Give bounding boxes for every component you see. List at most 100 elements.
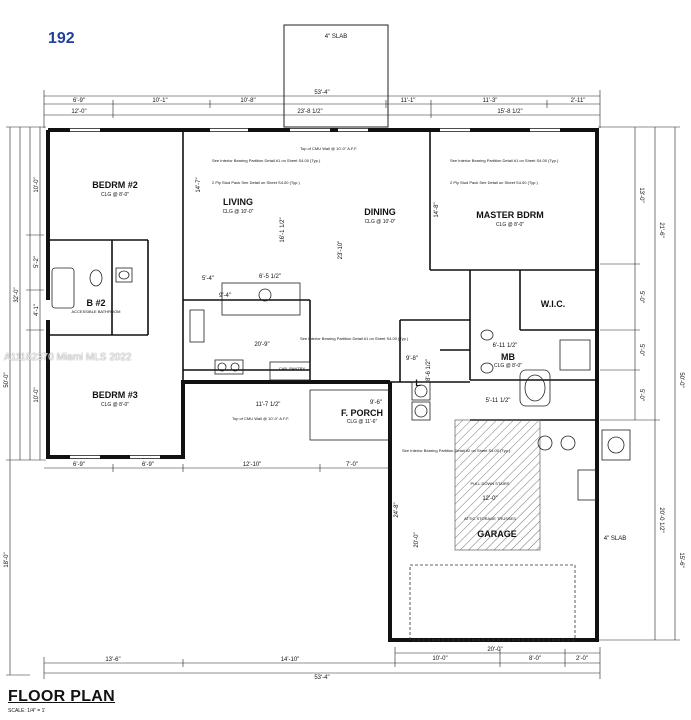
right-dimensions (598, 126, 680, 641)
note-cmu-bottom: Top of CMU Wall @ 10'-0" A.F.F. (232, 416, 289, 421)
master-bath-fixtures (480, 329, 591, 407)
dim-11-7: 11'-7 1/2" (256, 402, 281, 408)
right-dim-5: 5'-0" (638, 389, 644, 401)
top-dim-6: 2'-11" (571, 98, 586, 104)
room-mb-clg: CLG @ 8'-0" (494, 363, 522, 369)
bottom-dimensions (43, 464, 601, 679)
note-bearing-master: See Interior Bearing Partition Detail #1… (450, 158, 559, 163)
dim-dining-23: 23'-10" (338, 241, 344, 260)
room-master: MASTER BDRM (476, 210, 544, 220)
bottom-dim-4: 8'-0" (529, 656, 541, 662)
laundry-fixtures (411, 381, 431, 421)
right-dimension-labels: 13'-0" 21'-6" 5'-0" 5'-0" 5'-0" 50'-0" 2… (638, 187, 684, 567)
left-dimensions (6, 126, 46, 676)
bottom-overall-dim: 53'-4" (314, 675, 329, 681)
dim-garage-24: 24'-8" (394, 502, 400, 517)
dim-living-16: 16'-1 1/2" (280, 217, 286, 242)
dim-living-14: 14'-7" (196, 177, 202, 192)
left-dim-7: 18'-0" (4, 552, 10, 567)
garage-door (409, 564, 576, 641)
bath2-fixtures (51, 267, 133, 309)
left-dimension-labels: 10'-0" 5'-2" 4'-1" 10'-0" 32'-0" 50'-0" … (4, 177, 40, 567)
top-dim-4: 11'-1" (401, 98, 416, 104)
top-slab-label: 4" SLAB (325, 34, 347, 40)
note-cmu-top: Top of CMU Wall @ 10'-0" A.F.F. (300, 146, 357, 151)
right-dim-4: 5'-0" (638, 344, 644, 356)
dim-garage-20: 20'-0" (414, 532, 420, 547)
dim-garage-12: 12'-0" (482, 496, 497, 502)
bottom-dim-6: 20'-0" (487, 647, 502, 653)
bedwing-dim-3: 12'-10" (243, 462, 262, 468)
kitchen-fixtures (189, 282, 301, 375)
structural-notes: See Interior Bearing Partition Detail #1… (212, 146, 559, 453)
window-openings (45, 127, 560, 460)
bottom-dimension-labels: 13'-6" 14'-10" 10'-0" 8'-0" 2'-0" 20'-0"… (73, 462, 588, 681)
top-dimensions (43, 90, 601, 128)
top-dim-7: 12'-0" (71, 109, 86, 115)
room-porch-clg: CLG @ 11'-6" (347, 419, 378, 425)
top-dim-1: 6'-9" (73, 98, 85, 104)
room-labels: BEDRM #2 CLG @ 8'-0" LIVING CLG @ 10'-0"… (71, 180, 565, 539)
top-dim-5: 11'-3" (483, 98, 498, 104)
top-dimension-labels: 53'-4" 6'-9" 10'-1" 10'-8" 11'-1" 11'-3"… (71, 90, 585, 115)
dim-9-8: 9'-8" (406, 356, 418, 362)
room-bath2: B #2 (86, 298, 105, 308)
dim-20-9: 20'-9" (254, 342, 269, 348)
top-dim-2: 10'-1" (152, 98, 167, 104)
bedwing-dim-1: 6'-9" (73, 462, 85, 468)
room-pantry: CAB. PANTRY (279, 366, 306, 371)
room-master-clg: CLG @ 8'-0" (496, 222, 524, 228)
room-living: LIVING (223, 197, 253, 207)
top-dim-9: 15'-8 1/2" (497, 109, 522, 115)
room-porch: F. PORCH (341, 408, 383, 418)
room-laundry: L (415, 378, 421, 388)
note-bearing-living: See Interior Bearing Partition Detail #1… (212, 158, 321, 163)
room-bedrm3: BEDRM #3 (92, 390, 138, 400)
top-dim-3: 10'-8" (240, 98, 255, 104)
bottom-dim-2: 14'-10" (281, 657, 300, 663)
dim-9-6: 9'-6" (370, 400, 382, 406)
mls-watermark: A11182370 Miami MLS 2022 (4, 352, 132, 363)
dim-9-4: 9'-4" (219, 293, 231, 299)
right-dim-3: 5'-0" (638, 291, 644, 303)
bottom-dim-5: 2'-0" (576, 656, 588, 662)
ac-unit (607, 436, 625, 454)
note-bearing-center: See Interior Bearing Partition Detail #1… (300, 336, 409, 341)
dim-6-5: 6'-5 1/2" (259, 274, 281, 280)
note-bearing-garage: See Interior Bearing Partition Detail #2… (402, 448, 511, 453)
room-garage: GARAGE (477, 529, 517, 539)
room-bedrm3-clg: CLG @ 8'-0" (101, 402, 129, 408)
drawing-title: FLOOR PLAN (8, 688, 115, 705)
right-dim-1: 13'-0" (638, 187, 644, 202)
room-mb: MB (501, 352, 515, 362)
dim-8-6: 8'-6 1/2" (426, 359, 432, 381)
top-dim-8: 23'-8 1/2" (297, 109, 322, 115)
right-slab-label: 4" SLAB (604, 536, 626, 542)
fireplace-pantry (269, 361, 311, 381)
garage-equipment (537, 435, 597, 501)
ac-pad (601, 429, 631, 461)
right-dim-7: 20'-0 1/2" (658, 507, 664, 532)
garage-hatch-area (454, 419, 541, 551)
room-bath2-note: ACCESSIBLE BATHROOM (71, 309, 120, 314)
left-dim-2: 5'-2" (34, 256, 40, 268)
room-bedrm2: BEDRM #2 (92, 180, 138, 190)
porch-area (309, 389, 391, 441)
dim-master-14: 14'-8" (434, 202, 440, 217)
window-sills (70, 128, 560, 459)
left-dim-1: 10'-0" (34, 177, 40, 192)
garage-attic: ATTIC STORAGE TRUSSES (464, 516, 516, 521)
exterior-walls (46, 128, 599, 642)
right-slab: 4" SLAB (604, 536, 626, 542)
sheet-number: 192 (48, 30, 75, 47)
left-dim-4: 10'-0" (34, 387, 40, 402)
garage-stairs: PULL DOWN STAIRS (471, 481, 510, 486)
room-dining-clg: CLG @ 10'-0" (365, 219, 396, 225)
right-dim-8: 15'-6" (678, 552, 684, 567)
right-dim-2: 21'-6" (658, 222, 664, 237)
room-wic: W.I.C. (541, 299, 566, 309)
right-dim-6: 50'-0" (678, 372, 684, 387)
left-dim-3: 4'-1" (34, 304, 40, 316)
room-dining: DINING (364, 207, 396, 217)
